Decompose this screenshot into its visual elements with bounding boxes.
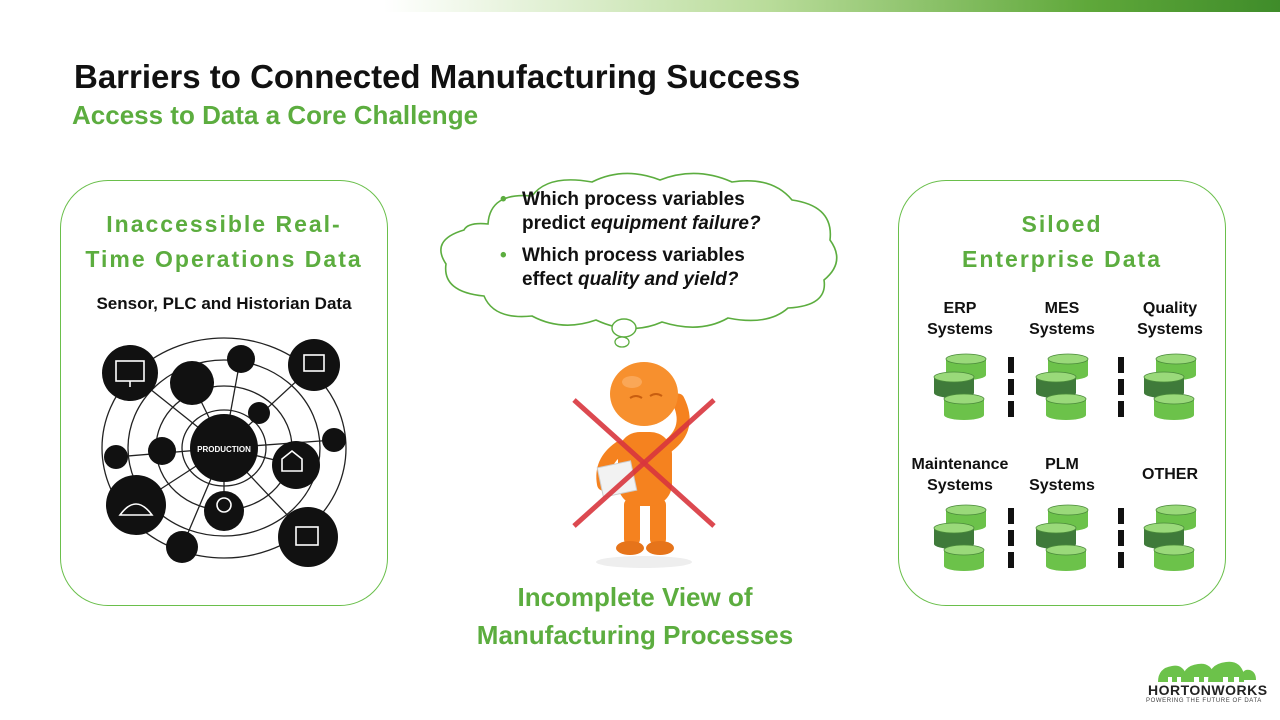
incomplete-view-caption: Incomplete View of Manufacturing Process… [440,578,830,654]
caption-line2: Manufacturing Processes [476,620,794,650]
production-network-diagram: PRODUCTION [101,337,347,567]
company-tagline: POWERING THE FUTURE OF DATA [1146,698,1262,704]
question-1-line1: Which process variables [522,189,745,210]
bullet-icon: • [500,245,507,266]
question-2-line1: Which process variables [522,245,745,266]
thought-cloud [440,172,838,348]
confused-person-icon [572,362,716,568]
silo-separator [1008,530,1014,546]
database-other-2 [1143,522,1185,549]
question-1-prefix: predict [522,213,591,234]
caption-line1: Incomplete View of [517,582,753,612]
question-2-prefix: effect [522,269,578,290]
silo-separator [1008,357,1014,373]
panel-heading-line1: Inaccessible Real- [106,211,342,237]
silo-separator [1008,401,1014,417]
silo-separator [1118,508,1124,524]
database-quality-3 [1153,393,1195,420]
silo-separator [1008,552,1014,568]
elephant-logo-icon [1158,661,1256,682]
silo-separator [1118,530,1124,546]
slide-title: Barriers to Connected Manufacturing Succ… [74,58,801,95]
silo-separator [1118,401,1124,417]
question-2: • Which process variables effect quality … [500,244,745,292]
silo-separator [1118,357,1124,373]
system-label-other: OTHER [1142,466,1198,483]
production-hub-label: PRODUCTION [197,445,251,454]
question-1: • Which process variables predict equipme… [500,188,761,236]
silo-separator [1118,379,1124,395]
bullet-icon: • [500,189,507,210]
slide-subtitle: Access to Data a Core Challenge [72,100,479,130]
top-accent-bar [0,0,1280,12]
panel-heading-line2: Enterprise Data [961,246,1162,272]
silo-separator [1008,508,1014,524]
database-other-3 [1153,544,1195,571]
silo-separator [1118,552,1124,568]
database-erp-3 [943,393,985,420]
panel-heading-line2: Time Operations Data [85,246,363,272]
question-1-emphasis: equipment failure? [590,213,761,234]
question-2-emphasis: quality and yield? [577,269,739,290]
operations-data-panel: Inaccessible Real- Time Operations Data … [60,180,388,606]
panel-subheading: Sensor, PLC and Historian Data [96,294,352,313]
database-maintenance-3 [943,544,985,571]
panel-heading-line1: Siloed [1021,211,1103,237]
silo-separator [1008,379,1014,395]
database-quality-2 [1143,371,1185,398]
company-logo-text: HORTONWORKS [1148,682,1268,698]
database-plm-3 [1045,544,1087,571]
database-mes-3 [1045,393,1087,420]
